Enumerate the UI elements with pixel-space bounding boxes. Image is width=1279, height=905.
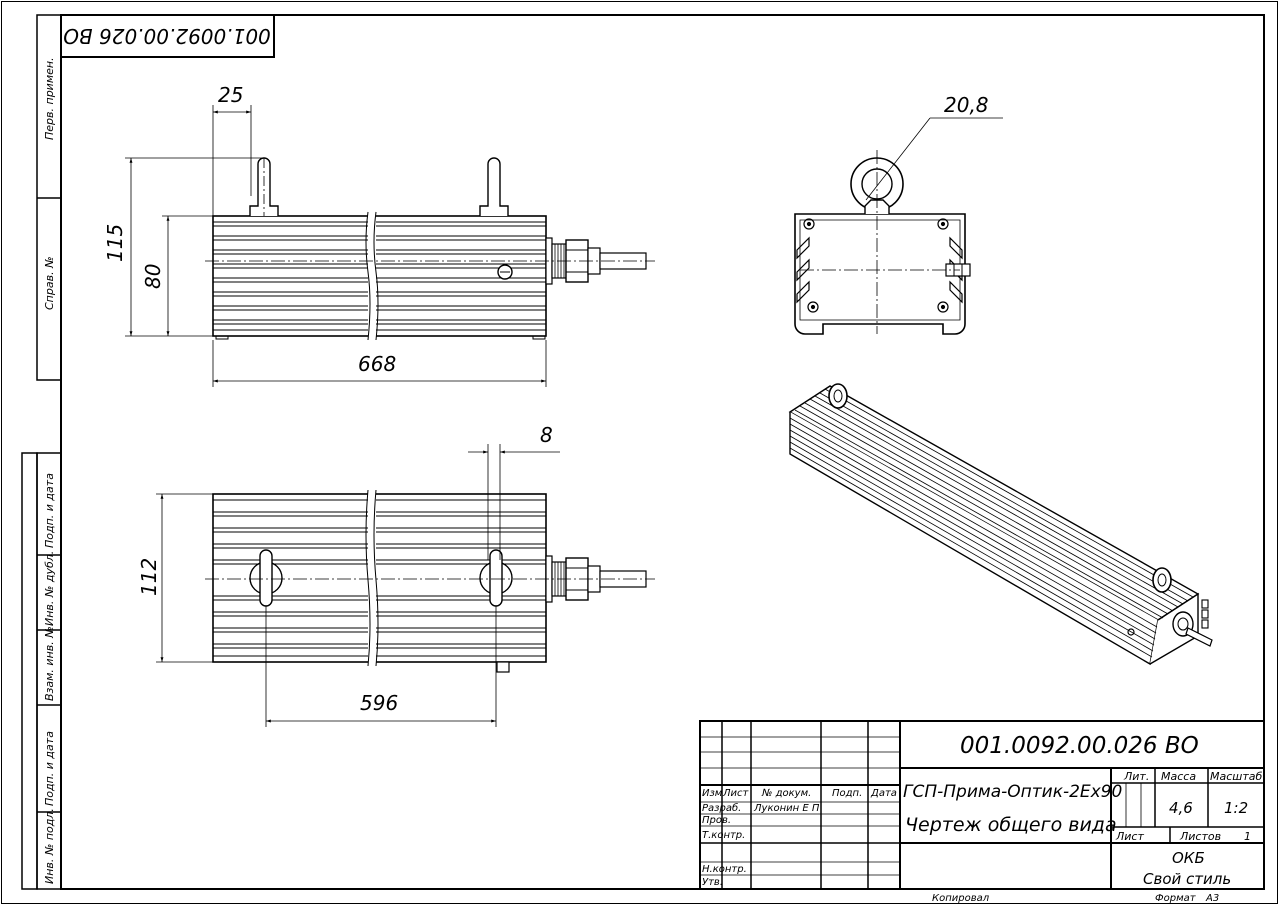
tb-listov-value: 1 [1244,830,1251,843]
front-view-dimensions [125,105,547,387]
tb-massa: Масса [1161,770,1196,783]
side-label-inv-dubl: Инв. № дубл. [43,551,56,626]
title-block-grid [699,720,1265,890]
tb-col-list: Лист [722,788,750,799]
side-label-perv-primen: Перв. примен. [43,57,56,140]
tb-name-line2: Чертеж общего вида [905,814,1117,836]
front-view [205,157,655,342]
drawing-frame [60,14,1265,890]
side-label-inv-podl: Инв. № подл. [43,808,56,884]
tb-name-line1: ГСП-Прима-Оптик-2Ех90 [903,782,1122,802]
dim-668: 668 [358,352,396,376]
tb-row-tkontr: Т.контр. [702,830,745,841]
tb-razrab-name: Луконин Е П [753,803,820,814]
dim-8: 8 [540,423,553,447]
tb-col-docum: № докум. [761,788,811,799]
top-view-dimensions [156,444,560,727]
tb-org-line1: ОКБ [1172,849,1205,867]
tb-designation: 001.0092.00.026 ВО [960,733,1199,759]
dim-596: 596 [360,691,398,715]
tb-row-prov: Пров. [702,815,731,826]
top-stamp-box [60,14,275,58]
dim-20-8: 20,8 [944,93,989,117]
top-view [205,488,655,673]
tb-format-value: А3 [1205,893,1219,904]
side-label-sprav-no: Справ. № [43,256,56,310]
title-block-text: 001.0092.00.026 ВО ГСП-Прима-Оптик-2Ех90… [702,733,1262,904]
top-stamp-text: 001.0092.00.026 ВО [63,24,271,48]
tb-listov-label: Листов [1179,830,1221,843]
tb-format-label: Формат [1155,893,1197,904]
tb-row-utv: Утв. [702,877,723,888]
dim-25: 25 [218,83,243,107]
tb-col-data: Дата [870,788,897,799]
tb-list-label: Лист [1115,830,1144,843]
tb-scale-value: 1:2 [1224,799,1248,817]
dim-112: 112 [137,558,161,596]
tb-masshtab: Масштаб [1210,770,1262,783]
tb-kopiroval: Копировал [932,893,990,904]
left-side-strip-narrow [21,452,38,890]
tb-col-izm: Изм [702,788,723,799]
tb-col-podp: Подп. [832,788,862,799]
isometric-view [788,383,1213,666]
tb-org-line2: Свой стиль [1143,870,1231,888]
tb-massa-value: 4,6 [1169,799,1193,817]
side-view [794,117,1003,335]
dim-80: 80 [141,264,165,289]
side-label-podp-data-1: Подп. и дата [43,473,56,548]
tb-row-razrab: Разраб. [702,802,741,814]
tb-row-nkontr: Н.контр. [702,864,747,875]
side-label-vzam-inv: Взам. инв. № [43,626,56,701]
tb-lit: Лит. [1123,770,1149,783]
dim-115: 115 [103,224,127,262]
side-label-podp-data-2: Подп. и дата [43,731,56,806]
